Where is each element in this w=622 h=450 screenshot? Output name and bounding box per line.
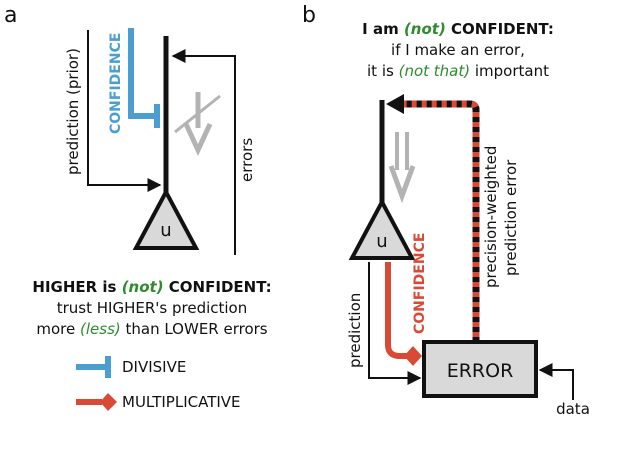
panel-a-statement-line-1: HIGHER is (not) CONFIDENT: [32,278,271,296]
panel-a-errors-arrow [171,49,236,255]
legend-multiplicative: MULTIPLICATIVE [76,393,241,411]
panel-a-prediction-label: prediction (prior) [64,48,82,175]
panel-a-divisive-connection [128,28,160,128]
panel-b-prediction-label: prediction [346,293,364,368]
panel-a-unit-triangle [132,187,200,250]
panel-b-heading-line-3: it is (not that) important [367,62,549,80]
panel-a-statement-line-3: more (less) than LOWER errors [36,320,267,338]
panel-a-statement-line-2: trust HIGHER's prediction [57,299,248,317]
panel-a-confidence-label: CONFIDENCE [108,33,124,134]
panel-b-heading-line-1: I am (not) CONFIDENT: [362,20,554,38]
panel-b-multiplicative-connection [385,262,422,366]
legend-multiplicative-label: MULTIPLICATIVE [122,393,241,411]
panel-b-error-box [422,340,538,398]
panel-b-double-arrow [388,132,416,204]
panel-b-precision-label-1: precision-weighted [482,146,500,288]
panel-a-label: a [4,3,17,28]
panel-b-prediction-arrow [368,262,422,385]
panel-a-unit-label: u [160,220,171,241]
legend-divisive-label: DIVISIVE [122,358,186,376]
panel-b-heading-line-2: if I make an error, [391,41,525,59]
panel-b-unit-triangle [348,197,416,260]
panel-b-unit-label: u [376,231,387,252]
panel-b-precision-label-2: prediction error [502,159,520,276]
panel-b-error-label: ERROR [447,360,514,382]
panel-a-prediction-arrow [87,30,162,192]
legend-divisive: DIVISIVE [76,356,186,378]
panel-b-label: b [302,3,316,28]
panel-b-confidence-label: CONFIDENCE [412,233,428,334]
panel-b-data-label: data [556,400,590,418]
panel-b-data-arrow [538,363,574,400]
panel-a-crossed-arrow [174,92,221,156]
panel-b-precision-error-path [386,94,480,342]
panel-a-errors-label: errors [238,138,256,182]
